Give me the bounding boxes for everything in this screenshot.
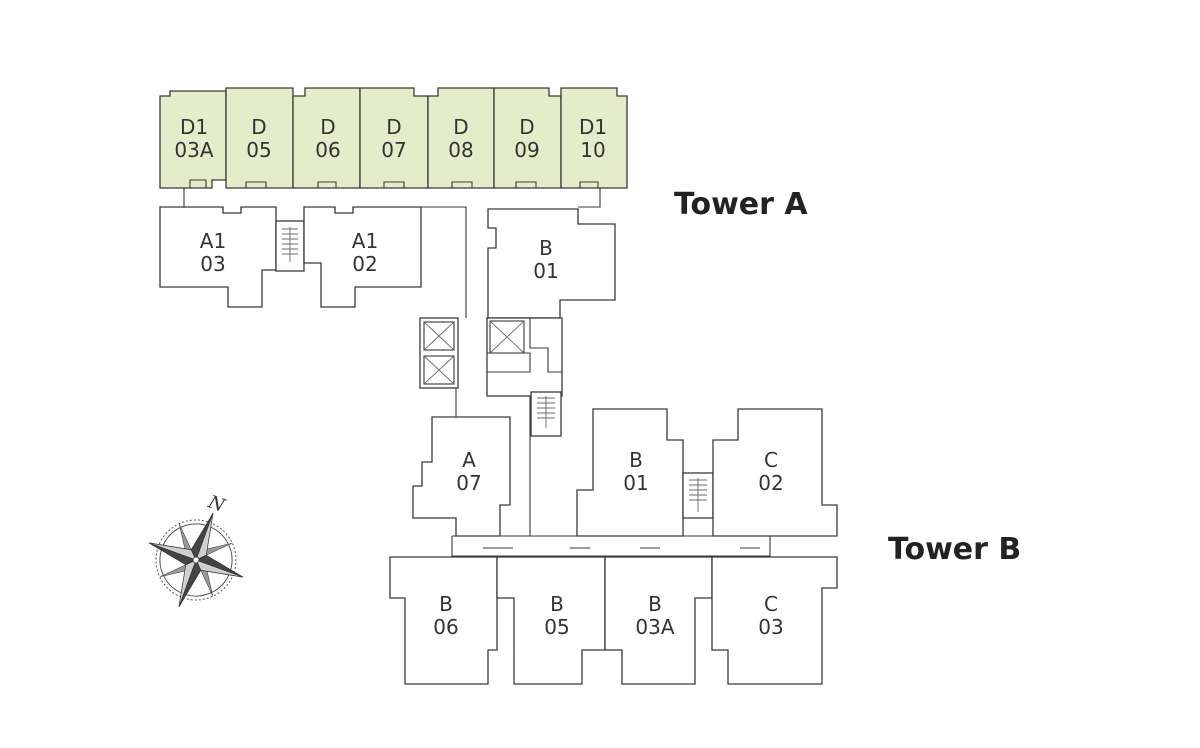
unit-label-line1: D1 (180, 115, 208, 139)
unit-d-07[interactable]: D 07 (359, 87, 429, 189)
unit-label-line2: 06 (433, 615, 458, 639)
unit-a-07[interactable]: A 07 (412, 416, 511, 537)
core-elevators-right (486, 317, 563, 397)
stair-tower-b (682, 472, 714, 519)
unit-label-line2: 02 (352, 252, 377, 276)
unit-label-line1: C (764, 592, 778, 616)
unit-label-line2: 10 (580, 138, 605, 162)
unit-label-line1: D (453, 115, 468, 139)
unit-b-01-tower-b[interactable]: B 01 (576, 408, 684, 537)
unit-label-line1: B (539, 236, 553, 260)
unit-a1-03[interactable]: A1 03 (159, 206, 277, 308)
tower-b-label: Tower B (888, 532, 1021, 567)
unit-d-08[interactable]: D 08 (427, 87, 495, 189)
unit-label-line1: D (251, 115, 266, 139)
unit-d-09[interactable]: D 09 (493, 87, 562, 189)
unit-label-line1: B (550, 592, 564, 616)
stair-a1 (275, 220, 305, 272)
tower-a-label: Tower A (674, 187, 808, 222)
unit-d-05[interactable]: D 05 (225, 87, 294, 189)
corridor-wall (421, 206, 467, 318)
unit-label-line2: 05 (544, 615, 569, 639)
unit-label-line1: A1 (200, 229, 226, 253)
unit-label-line1: B (648, 592, 662, 616)
unit-label-line2: 03 (758, 615, 783, 639)
unit-c-03[interactable]: C 03 (711, 556, 838, 685)
unit-label-line2: 06 (315, 138, 340, 162)
unit-b-06[interactable]: B 06 (389, 556, 498, 685)
unit-label-line1: A (462, 448, 476, 472)
unit-label-line2: 02 (758, 471, 783, 495)
unit-d-06[interactable]: D 06 (292, 87, 361, 189)
tower-a-corridor (183, 188, 601, 208)
unit-label-line1: B (629, 448, 643, 472)
stair-core (530, 391, 562, 437)
compass-north-label: N (204, 491, 228, 517)
unit-label-line1: D (320, 115, 335, 139)
unit-label-line2: 03A (635, 615, 674, 639)
unit-label-line2: 07 (381, 138, 406, 162)
unit-label-line1: A1 (352, 229, 378, 253)
unit-label-line2: 01 (533, 259, 558, 283)
unit-label-line1: D (519, 115, 534, 139)
unit-label-line2: 08 (448, 138, 473, 162)
d-row-balconies (189, 179, 599, 188)
tower-b-corridor (451, 535, 771, 557)
unit-label-line2: 09 (514, 138, 539, 162)
unit-d1-10[interactable]: D1 10 (560, 87, 628, 189)
unit-label-line2: 03 (200, 252, 225, 276)
unit-d1-03a[interactable]: D1 03A (159, 90, 227, 189)
compass-rose-icon: N (148, 491, 244, 608)
unit-label-line2: 05 (246, 138, 271, 162)
unit-label-line1: D (386, 115, 401, 139)
unit-label-line2: 03A (174, 138, 213, 162)
unit-label-line2: 07 (456, 471, 481, 495)
unit-b-05[interactable]: B 05 (496, 556, 606, 685)
unit-label-line1: C (764, 448, 778, 472)
unit-b-01-tower-a[interactable]: B 01 (487, 208, 616, 319)
unit-label-line2: 01 (623, 471, 648, 495)
unit-c-02[interactable]: C 02 (712, 408, 838, 537)
unit-b-03a[interactable]: B 03A (604, 556, 713, 685)
unit-a1-02[interactable]: A1 02 (303, 206, 422, 308)
unit-label-line1: D1 (579, 115, 607, 139)
unit-label-line1: B (439, 592, 453, 616)
core-elevators-left (419, 317, 459, 389)
